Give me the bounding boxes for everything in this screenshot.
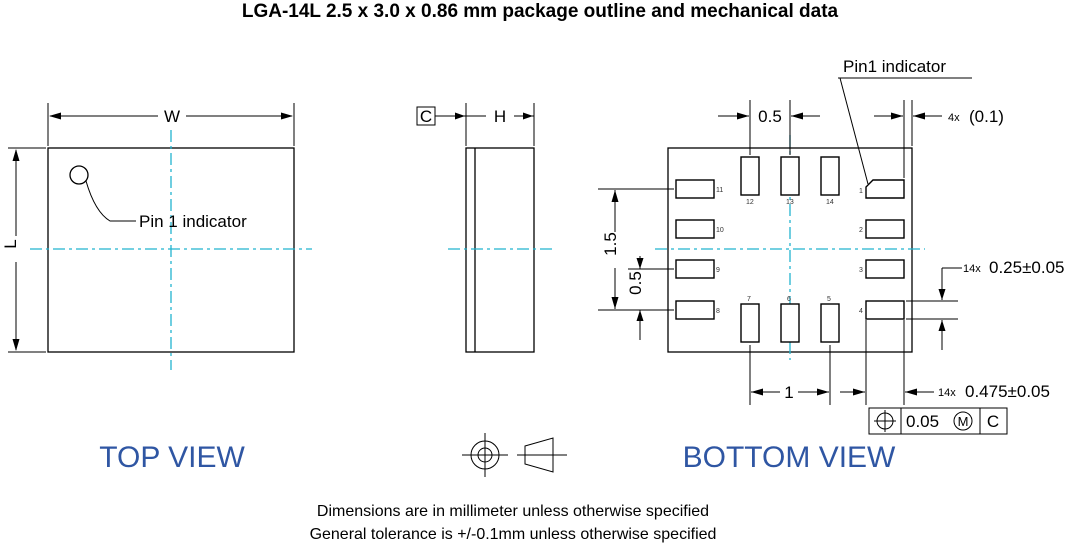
w-arrow-right-icon: [281, 112, 293, 120]
vpitch-arrow-bottom-icon: [636, 310, 644, 321]
position-tolerance-icon: [874, 410, 896, 432]
vpitch-arrow-top-icon: [636, 258, 644, 269]
top-view: Pin 1 indicator W L TOP VIEW: [1, 103, 312, 474]
tolerance-modifier: M: [958, 414, 969, 429]
padl-arrow-left-icon: [853, 388, 865, 396]
pin-number-1: 1: [859, 188, 863, 195]
bpitch-arrow-right-icon: [817, 388, 829, 396]
vpitch-dim-label: 0.5: [626, 271, 645, 295]
pad-5: [820, 303, 840, 343]
pitch-top-arrow-right-icon: [791, 112, 803, 120]
top-view-heading: TOP VIEW: [99, 441, 245, 474]
side-view-body: [465, 147, 535, 353]
pin-number-14: 14: [826, 199, 834, 206]
pin-number-9: 9: [716, 267, 720, 274]
w-arrow-left-icon: [49, 112, 61, 120]
bpitch-dim-label: 1: [784, 383, 793, 402]
tolerance-datum: C: [987, 412, 999, 431]
pad-6: [780, 303, 800, 343]
edge-arrow-right-icon: [913, 112, 925, 120]
padw-dim-value: 0.25±0.05: [989, 258, 1065, 277]
bottom-pin1-leader: [839, 77, 869, 185]
span-arrow-top-icon: [611, 190, 619, 202]
l-arrow-top-icon: [12, 149, 20, 161]
padl-arrow-right-icon: [905, 388, 917, 396]
pad-3: [865, 259, 905, 279]
pad-4: [865, 300, 905, 320]
padw-arrow-bottom-icon: [938, 320, 946, 331]
top-pin1-label: Pin 1 indicator: [139, 212, 247, 231]
padl-dim-prefix: 14x: [938, 387, 956, 399]
drawing-title: LGA-14L 2.5 x 3.0 x 0.86 mm package outl…: [242, 1, 839, 22]
pin-number-13: 13: [786, 199, 794, 206]
pin-number-3: 3: [859, 267, 863, 274]
note-line-2: General tolerance is +/-0.1mm unless oth…: [310, 526, 717, 543]
tolerance-value: 0.05: [906, 412, 939, 431]
l-arrow-bottom-icon: [12, 339, 20, 351]
pin-number-6: 6: [787, 296, 791, 303]
padw-dim-prefix: 14x: [963, 263, 981, 275]
bottom-pin1-label: Pin1 indicator: [843, 57, 946, 76]
pin-number-7: 7: [747, 296, 751, 303]
side-view: C H: [416, 103, 567, 477]
datum-c-label: C: [420, 107, 432, 126]
pin-number-2: 2: [859, 227, 863, 234]
edge-dim-prefix: 4x: [948, 112, 960, 124]
bottom-view: 1 2 3 4 5 6 7 8 9 10 11 12 13 14 Pin1 in…: [598, 57, 1065, 474]
pin1-leader: [85, 180, 136, 222]
pin1-dot-icon: [69, 165, 89, 185]
pin-number-5: 5: [827, 296, 831, 303]
edge-dim-value: (0.1): [969, 107, 1004, 126]
bpitch-arrow-left-icon: [751, 388, 763, 396]
pad-12: [740, 156, 760, 196]
w-dimension-label: W: [164, 107, 180, 126]
pad-8: [675, 300, 715, 320]
pad-13: [780, 156, 800, 196]
pad-1: [865, 179, 905, 199]
pin-number-8: 8: [716, 308, 720, 315]
mmc-modifier-icon: [953, 411, 973, 431]
pin-number-10: 10: [716, 227, 724, 234]
pitch-top-arrow-left-icon: [737, 112, 749, 120]
pad-10: [675, 219, 715, 239]
pad-14: [820, 156, 840, 196]
pitch-top-label: 0.5: [758, 107, 782, 126]
pad-11: [675, 179, 715, 199]
pad-2: [865, 219, 905, 239]
pin-number-11: 11: [716, 187, 723, 194]
h-arrow-left-icon: [455, 112, 465, 120]
span-dim-label: 1.5: [601, 232, 620, 256]
feature-control-frame: 0.05 M C: [868, 407, 1008, 435]
l-dimension-label: L: [1, 239, 20, 248]
span-arrow-bottom-icon: [611, 297, 619, 309]
note-line-1: Dimensions are in millimeter unless othe…: [317, 503, 709, 520]
pin-number-12: 12: [746, 199, 754, 206]
h-dimension-label: H: [494, 107, 506, 126]
edge-arrow-left-icon: [891, 112, 903, 120]
pad-7: [740, 303, 760, 343]
padw-arrow-top-icon: [938, 289, 946, 300]
h-arrow-right-icon: [523, 112, 533, 120]
pad-9: [675, 259, 715, 279]
projection-symbol-icon: [462, 433, 567, 477]
padl-dim-value: 0.475±0.05: [965, 382, 1050, 401]
bottom-view-heading: BOTTOM VIEW: [683, 441, 896, 474]
pin-number-4: 4: [859, 308, 863, 315]
